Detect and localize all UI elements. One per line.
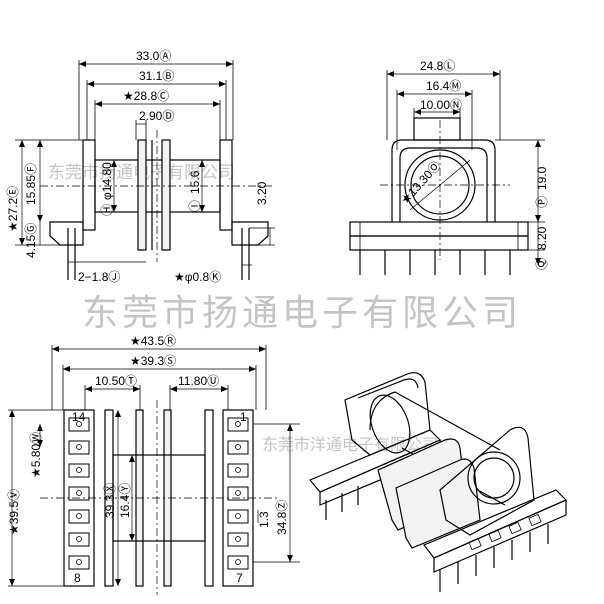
- dim-P: Ⓟ: [535, 196, 549, 208]
- pin-8-label: 8: [74, 571, 81, 585]
- isometric-view: [309, 372, 568, 592]
- pin-14-label: 14: [72, 410, 86, 424]
- pin-7-label: 7: [236, 571, 243, 585]
- dim-24-8: 24.8Ⓛ: [420, 59, 455, 73]
- dim-1-3: 1.3: [257, 511, 271, 528]
- dim-8-20: 8.20: [535, 226, 549, 250]
- dim-H: Ⓗ: [100, 204, 114, 216]
- dim-3-20: 3.20: [255, 181, 269, 205]
- dim-4-15: 4.15Ⓖ: [24, 223, 38, 258]
- dim-5-80: ★5.80Ⓦ: [29, 432, 43, 478]
- dim-10-00: 10.00Ⓝ: [420, 98, 462, 112]
- dim-2-90: 2.90Ⓓ: [139, 109, 174, 123]
- dim-11-80: 11.80Ⓤ: [178, 374, 219, 388]
- dim-39-5: ★39.5Ⓥ: [7, 489, 21, 535]
- dim-10-50: 10.50Ⓣ: [95, 374, 137, 388]
- dim-2-1-8: 2−1.8Ⓙ: [78, 270, 120, 284]
- dim-27-2: ★27.2Ⓔ: [6, 186, 20, 232]
- dim-39-3: ★39.3Ⓢ: [130, 354, 176, 368]
- dim-31-1: 31.1Ⓑ: [139, 69, 174, 83]
- dim-28-8: ★28.8Ⓒ: [123, 89, 169, 103]
- side-pins: [359, 250, 511, 275]
- dim-15-85: 15.85Ⓕ: [24, 163, 38, 205]
- left-pin-row: [68, 417, 90, 570]
- side-view: 24.8Ⓛ 16.4Ⓜ 10.00Ⓝ ★13.30Ⓞ: [349, 59, 549, 275]
- watermark-right: 东莞市洋通电子有限公司: [262, 435, 438, 454]
- pin-1-label: 1: [240, 410, 247, 424]
- dim-phi-14-80: φ14.80: [100, 162, 114, 200]
- right-pin-row: [227, 417, 249, 570]
- dim-15-6: 15.6: [188, 170, 202, 194]
- dim-34-8: 34.8Ⓩ: [275, 500, 289, 535]
- watermark-main: 东莞市扬通电子有限公司: [82, 293, 522, 334]
- dim-19-0: 19.0: [535, 166, 549, 190]
- front-view: 33.0Ⓐ 31.1Ⓑ ★28.8Ⓒ 2.90Ⓓ ★27.2Ⓔ: [6, 49, 275, 284]
- dim-33: 33.0Ⓐ: [136, 49, 171, 63]
- dim-16-4: 16.4Ⓜ: [426, 79, 461, 93]
- dim-39-3-vertical: 39.3Ⓧ: [103, 483, 117, 518]
- dim-Q: Ⓠ: [535, 258, 549, 270]
- bottom-view: ★43.5Ⓡ ★39.3Ⓢ 10.50Ⓣ 11.80Ⓤ 14 8: [7, 334, 300, 595]
- dim-I: Ⓘ: [188, 200, 202, 212]
- dim-phi-0-8: ★φ0.8Ⓚ: [174, 270, 221, 284]
- dim-43-5: ★43.5Ⓡ: [130, 334, 176, 348]
- dim-16-4-vertical: 16.4Ⓨ: [118, 483, 132, 518]
